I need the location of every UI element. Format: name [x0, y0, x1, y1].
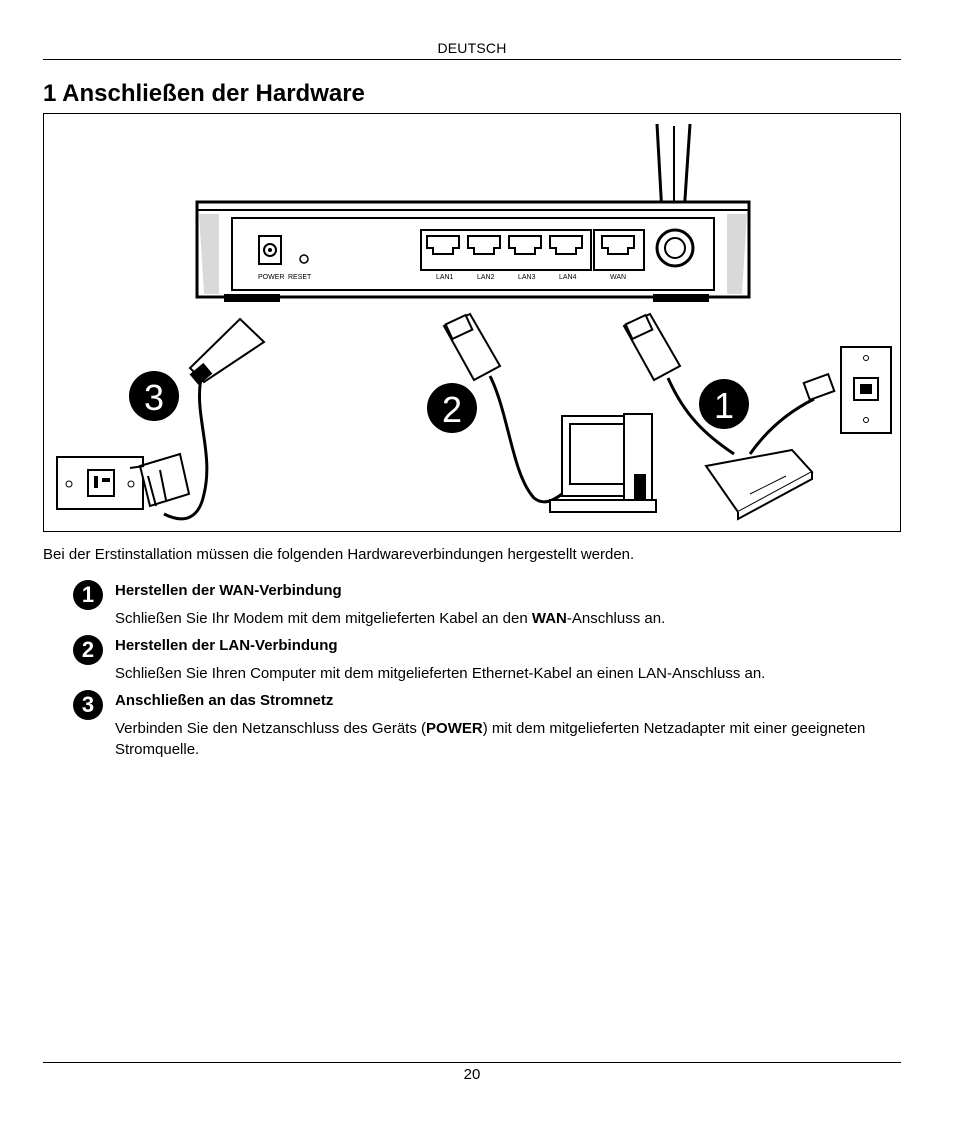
step-title: Anschließen an das Stromnetz [115, 692, 334, 709]
step-description: Verbinden Sie den Netzanschluss des Gerä… [115, 720, 866, 758]
step-description: Schließen Sie Ihr Modem mit dem mitgelie… [115, 610, 666, 627]
svg-text:2: 2 [442, 389, 462, 430]
svg-text:1: 1 [714, 385, 734, 426]
modem-icon [704, 448, 814, 521]
callout-1: 1 [699, 379, 749, 429]
page-title: 1 Anschließen der Hardware [43, 80, 365, 107]
step-title: Herstellen der WAN-Verbindung [115, 582, 342, 599]
footer-divider [43, 1062, 901, 1063]
hardware-connection-figure: POWER RESET LAN1 LAN2 LAN3 LAN4 WAN [43, 113, 901, 532]
wan-label: WAN [610, 274, 626, 281]
header-language: DEUTSCH [437, 40, 507, 56]
power-adapter-icon [129, 452, 191, 508]
page-number: 20 [463, 1066, 481, 1083]
wan-cable-plug-icon [622, 312, 735, 456]
lan2-label: LAN2 [477, 274, 495, 281]
phone-jack-icon [748, 346, 892, 455]
step-number-1: 1 [73, 580, 103, 610]
callout-3: 3 [129, 371, 179, 421]
callout-2: 2 [427, 383, 477, 433]
lan-ports [420, 229, 645, 271]
wall-outlet-icon [56, 456, 144, 510]
reset-button-label: RESET [288, 274, 312, 281]
lan1-label: LAN1 [436, 274, 454, 281]
lan4-label: LAN4 [559, 274, 577, 281]
reset-button-icon [299, 254, 309, 264]
power-port-label: POWER [258, 274, 284, 281]
power-adapter-plug-icon [163, 317, 266, 521]
wan-keyword: WAN [531, 610, 567, 627]
step-description: Schließen Sie Ihren Computer mit dem mit… [115, 665, 766, 682]
step-number-3: 3 [73, 690, 103, 720]
intro-paragraph: Bei der Erstinstallation müssen die folg… [43, 546, 635, 563]
computer-icon [549, 413, 657, 513]
step-number-2: 2 [73, 635, 103, 665]
header-divider [43, 59, 901, 60]
step-title: Herstellen der LAN-Verbindung [115, 637, 338, 654]
lan3-label: LAN3 [518, 274, 536, 281]
svg-text:3: 3 [144, 377, 164, 418]
power-port-icon [258, 235, 282, 265]
antenna-connector-icon [655, 228, 695, 268]
power-keyword: POWER [426, 720, 483, 737]
